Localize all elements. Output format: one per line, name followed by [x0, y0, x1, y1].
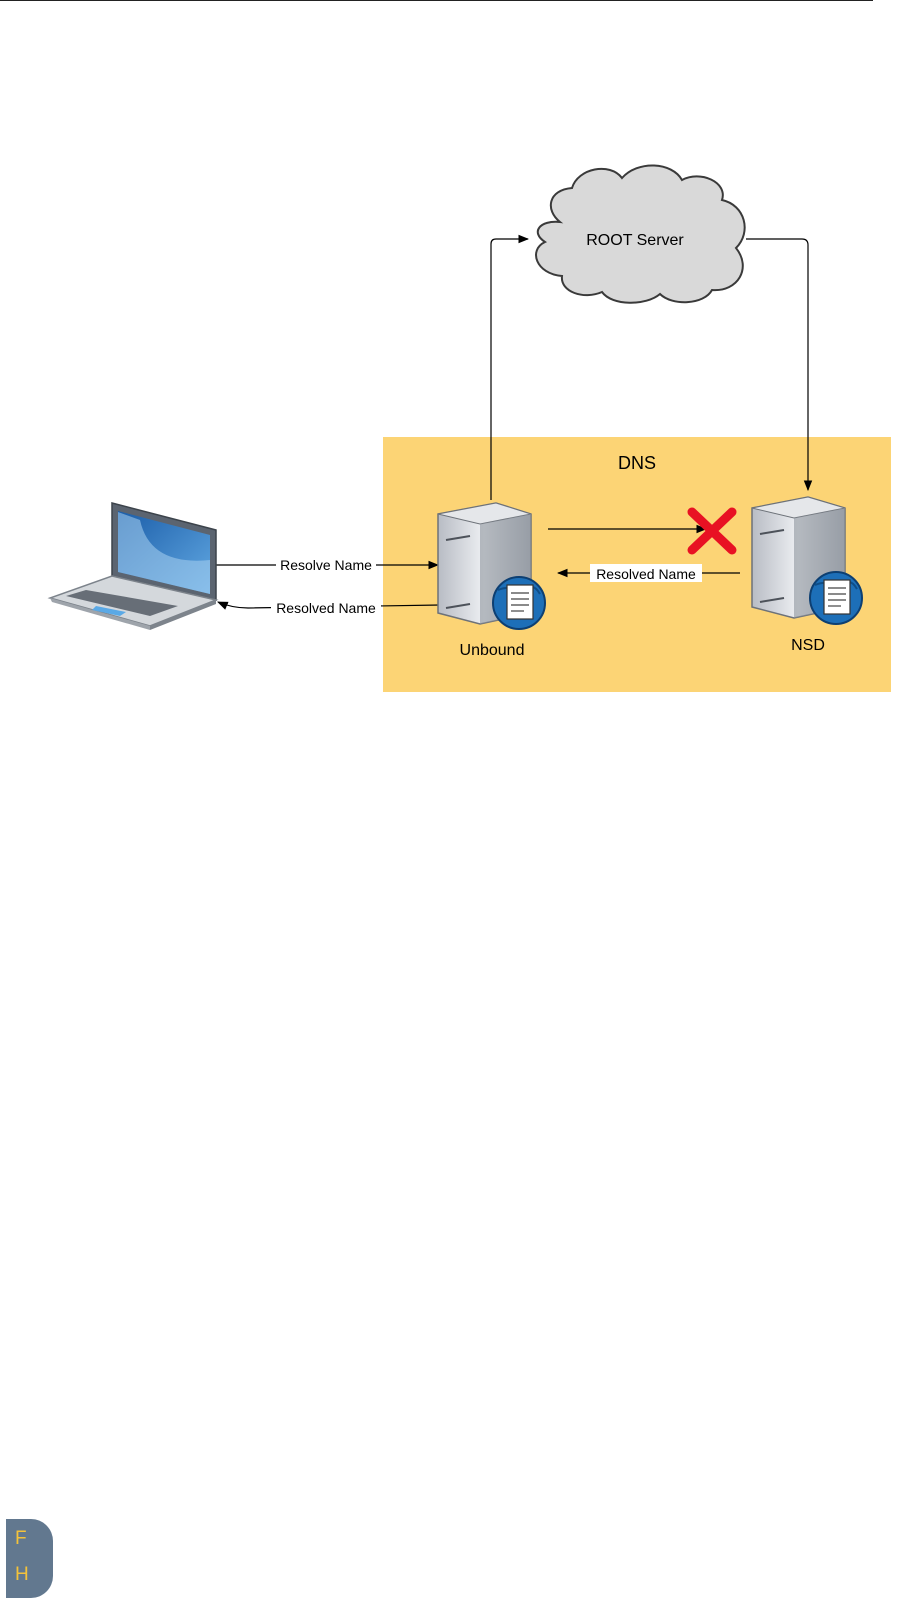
- query-root-arrow: [490, 234, 530, 500]
- unbound-document-globe-icon: [492, 576, 546, 630]
- bfh-logo: F H: [6, 1519, 53, 1598]
- resolve-label-bg: [276, 556, 376, 574]
- root-server-label: ROOT Server: [586, 232, 684, 249]
- dns-zone-label: DNS: [618, 453, 656, 473]
- resolved-nsd-label-bg: [590, 564, 702, 582]
- unbound-label: Unbound: [460, 642, 525, 659]
- resolved-client-label-bg: [271, 599, 381, 617]
- root-referral-arrow: [746, 238, 813, 492]
- logo-letter-f: F: [15, 1528, 27, 1549]
- root-server-cloud: [535, 164, 746, 304]
- logo-letter-h: H: [15, 1564, 29, 1585]
- resolved-name-client-label: Resolved Name: [276, 600, 376, 616]
- resolved-to-client-arrow: [217, 601, 441, 610]
- nsd-document-globe-icon: [809, 571, 863, 625]
- nsd-label: NSD: [791, 637, 825, 654]
- resolved-name-nsd-label: Resolved Name: [596, 566, 696, 582]
- laptop-icon: [47, 502, 219, 630]
- resolve-name-label: Resolve Name: [280, 557, 372, 573]
- header-rule: [0, 0, 873, 1]
- dns-diagram: DNS ROOT Server Resolved Name Resolve Na…: [47, 164, 891, 692]
- blocked-x-icon: [687, 507, 737, 555]
